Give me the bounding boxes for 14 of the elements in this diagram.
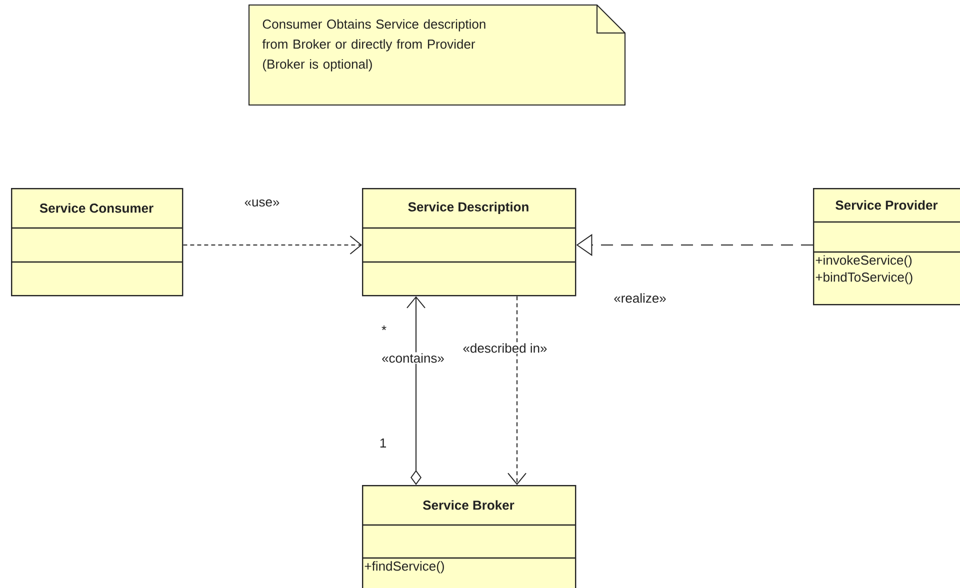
multiplicity: * — [382, 326, 386, 330]
connector — [182, 236, 362, 254]
multiplicity: 1 — [380, 438, 386, 448]
note: Consumer Obtains Service description from Broker or directly from Provider (Broker is optional) — [248, 4, 626, 106]
edge-label: «described in» — [463, 343, 547, 353]
connector — [508, 296, 526, 485]
edge-label: «contains» — [382, 353, 444, 363]
connector — [406, 296, 426, 485]
class-box: Service Consumer — [11, 188, 184, 296]
class-box: Service Provider +invokeService() +bindToService() — [813, 188, 960, 306]
class-box: Service Description — [362, 188, 576, 296]
edge-label: «use» — [244, 199, 280, 207]
edge-label: «realize» — [614, 293, 666, 303]
class-box: Service Broker +findService() — [362, 485, 576, 588]
